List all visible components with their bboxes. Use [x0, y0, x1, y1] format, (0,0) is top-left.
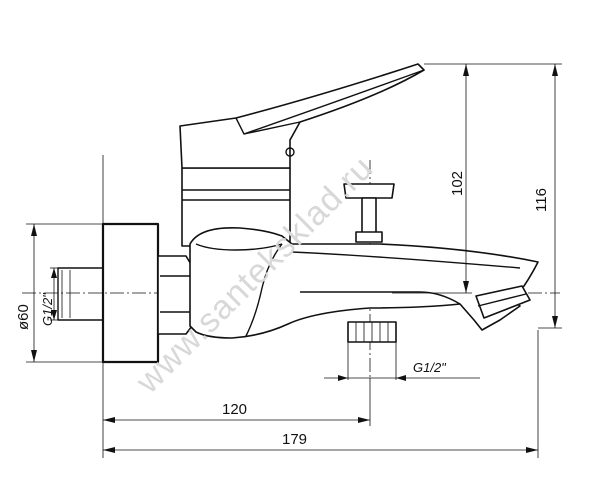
dim-height-102: 102: [392, 63, 472, 294]
dim-diameter-60: ø60: [15, 223, 103, 363]
dim-outlet-label: G1/2": [413, 360, 447, 375]
faucet-body: [181, 167, 539, 339]
dim-height-116: 116: [472, 63, 562, 329]
lever-handle: [179, 63, 425, 169]
hex-connector: [157, 255, 193, 335]
dim-depth-179: 179: [103, 330, 539, 458]
dim-120-label: 120: [222, 401, 247, 418]
dim-179-label: 179: [282, 431, 307, 448]
dim-102-label: 102: [449, 171, 466, 196]
dim-inlet-thread: G1/2": [40, 267, 58, 326]
dim-depth-120: 120: [103, 378, 371, 426]
dim-diameter-label: ø60: [15, 304, 32, 330]
wall-flange: [101, 155, 160, 458]
outlet-connector: [347, 321, 397, 380]
dim-116-label: 116: [533, 188, 550, 212]
inlet-thread: [57, 267, 104, 321]
diverter-knob: [343, 183, 395, 243]
dim-outlet-thread: G1/2": [324, 360, 480, 381]
dim-inlet-label: G1/2": [40, 292, 55, 326]
